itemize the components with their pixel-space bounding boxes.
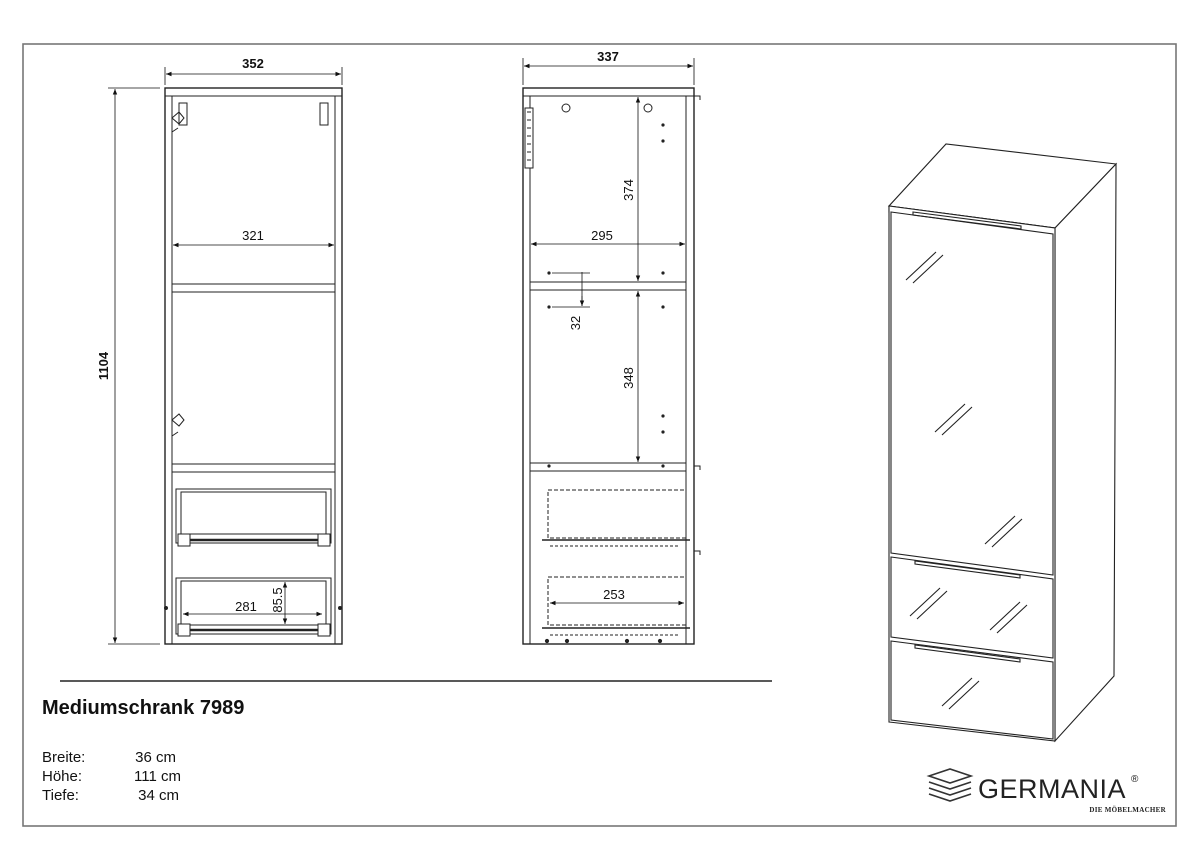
front-view	[164, 87, 343, 645]
sheet-border	[22, 43, 1177, 827]
brand-mark: ®	[1131, 774, 1139, 785]
spec-depth-label: Tiefe:	[42, 787, 79, 804]
side-inner-depth-label: 295	[591, 228, 613, 243]
spec-height-value: 111 cm	[134, 768, 181, 785]
side-view	[522, 87, 701, 645]
front-dimensions	[108, 67, 343, 645]
brand-tagline: DIE MÖBELMACHER	[1089, 806, 1166, 814]
isometric-view	[887, 143, 1118, 743]
front-width-label: 352	[242, 56, 264, 71]
stacked-layers-icon	[926, 768, 974, 802]
front-drawer-width-label: 281	[235, 599, 257, 614]
product-title: Mediumschrank 7989	[42, 697, 244, 719]
front-drawer-height-label: 85.5	[270, 587, 285, 612]
side-upper-height-label: 374	[621, 179, 636, 201]
front-height-label: 1104	[96, 351, 111, 380]
brand-name: GERMANIA	[978, 774, 1126, 804]
side-lower-height-label: 348	[621, 367, 636, 389]
side-dimensions	[522, 58, 695, 606]
side-system-holes	[547, 123, 665, 468]
side-depth-label: 337	[597, 49, 619, 64]
spec-width-value: 36 cm	[135, 749, 176, 766]
front-inner-width-label: 321	[242, 228, 264, 243]
side-hole-spacing-label: 32	[568, 316, 583, 330]
spec-height-label: Höhe:	[42, 768, 82, 785]
spec-depth-value: 34 cm	[138, 787, 179, 804]
side-drawer-depth-label: 253	[603, 587, 625, 602]
spec-width-label: Breite:	[42, 749, 85, 766]
